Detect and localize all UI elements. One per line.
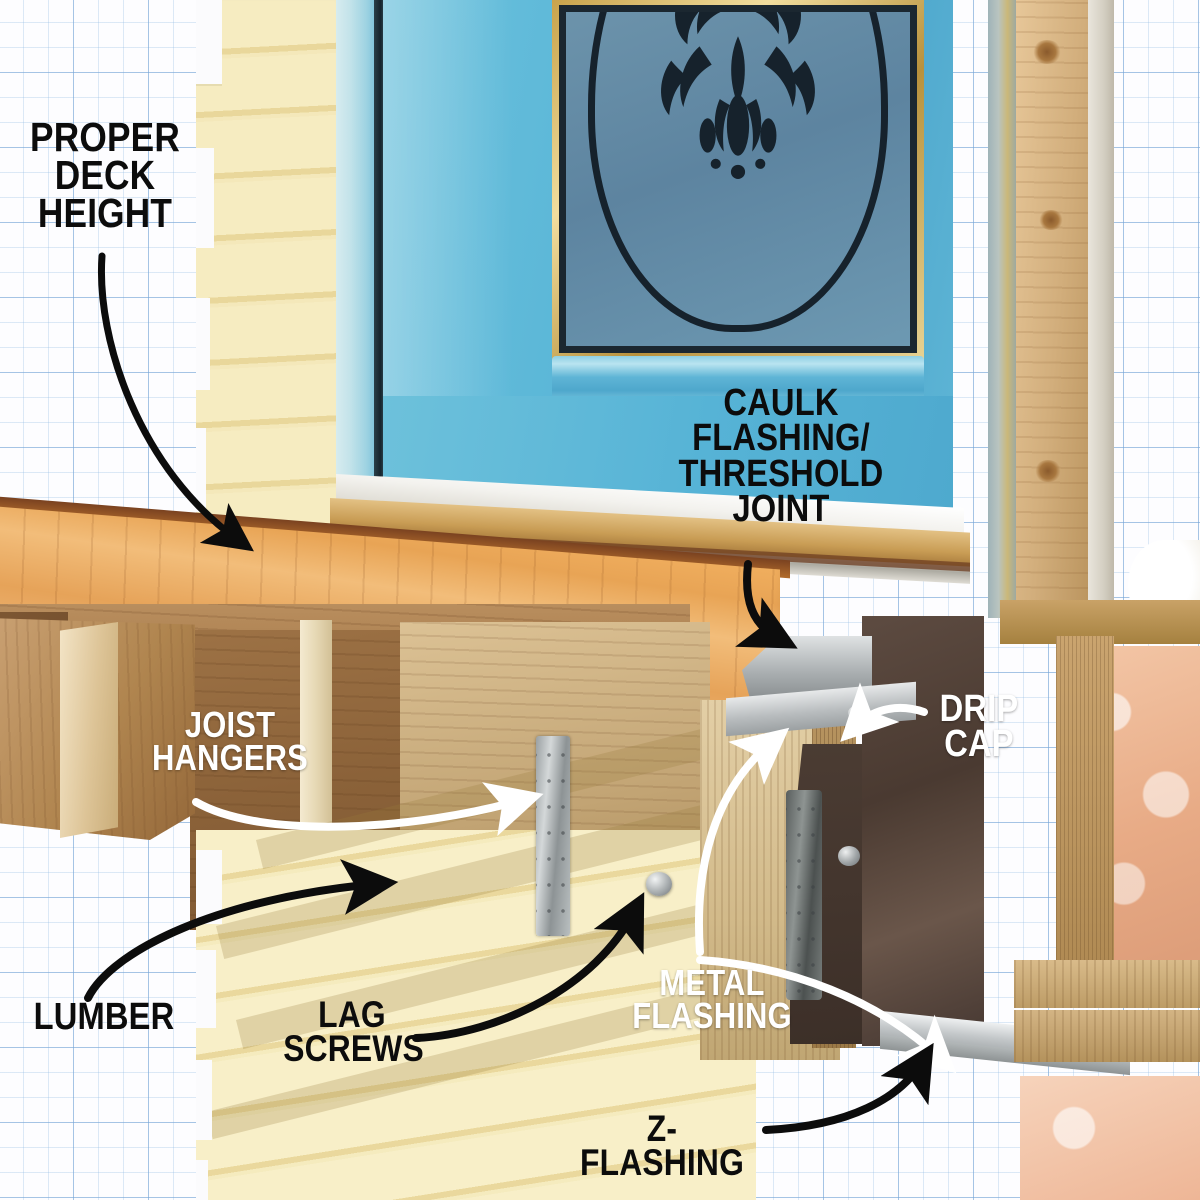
label-joist-hangers: JOIST HANGERS bbox=[151, 704, 309, 779]
joist-hanger-a bbox=[536, 736, 570, 936]
door-reveal-shadow bbox=[374, 0, 385, 546]
wall-stud-inner bbox=[1056, 636, 1114, 966]
lag-screw-head-2 bbox=[838, 846, 860, 866]
lap-siding-upper bbox=[196, 0, 360, 528]
label-metal-flashing: METAL FLASHING bbox=[632, 962, 792, 1037]
hanger-nail-holes bbox=[536, 736, 570, 936]
painted-trim-edge bbox=[988, 0, 1018, 618]
etched-glass-scrollwork-icon bbox=[661, 12, 815, 179]
bottom-plate-1 bbox=[1014, 960, 1200, 1008]
framing-edge-light bbox=[1088, 0, 1114, 638]
door-frame-stud bbox=[1016, 0, 1088, 618]
door-panel-moulding bbox=[552, 356, 924, 400]
door-jamb-casing bbox=[336, 0, 376, 558]
nail-head bbox=[848, 706, 864, 720]
label-lumber: LUMBER bbox=[33, 996, 175, 1038]
joist-end-grain bbox=[60, 622, 118, 838]
building-paper bbox=[862, 616, 984, 1046]
label-caulk-flashing-threshold-joint: CAULK FLASHING/ THRESHOLD JOINT bbox=[678, 382, 884, 530]
label-drip-cap: DRIP CAP bbox=[939, 688, 1019, 766]
door-glass-brass-trim bbox=[552, 0, 924, 360]
fiberglass-insulation-lower bbox=[1020, 1076, 1200, 1200]
lag-screw-head bbox=[646, 872, 672, 896]
label-z-flashing: Z-FLASHING bbox=[579, 1108, 744, 1184]
label-lag-screws: LAG SCREWS bbox=[283, 994, 424, 1070]
door-glass-panel bbox=[566, 12, 910, 346]
door-glass-black-frame bbox=[559, 5, 917, 353]
label-proper-deck-height: PROPER DECK HEIGHT bbox=[30, 114, 180, 237]
bottom-plate-2 bbox=[1014, 1010, 1200, 1062]
